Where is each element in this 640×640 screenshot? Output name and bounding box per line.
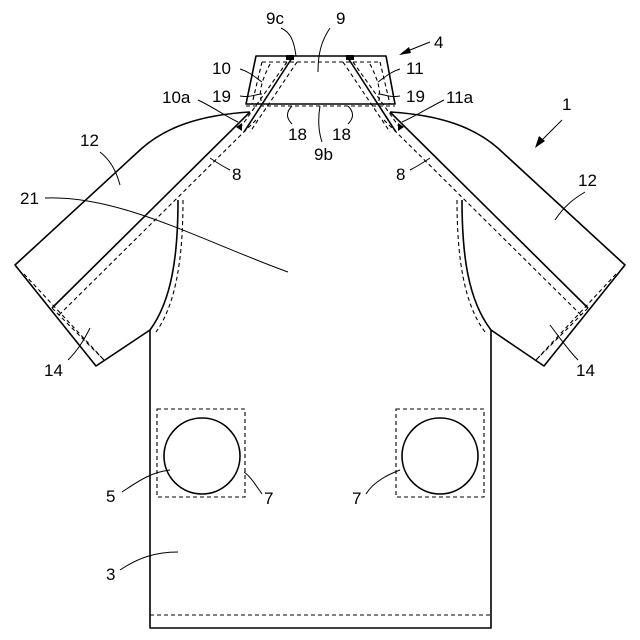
right-collar-mark: [346, 55, 354, 60]
label-8-right: 8: [396, 165, 405, 184]
label-14-left: 14: [44, 361, 63, 380]
label-11: 11: [406, 59, 424, 78]
left-pocket: [157, 409, 245, 497]
label-12-right: 12: [578, 171, 597, 190]
label-19-left: 19: [212, 87, 231, 106]
garment-body: [150, 200, 491, 628]
label-18-right: 18: [332, 125, 351, 144]
right-sleeve: [384, 112, 625, 366]
label-11a: 11a: [446, 88, 474, 107]
left-sleeve: [15, 112, 256, 366]
label-7-right: 7: [352, 489, 361, 508]
label-14-right: 14: [576, 361, 595, 380]
label-8-left: 8: [232, 165, 241, 184]
label-5: 5: [106, 487, 115, 506]
label-9: 9: [336, 9, 345, 28]
label-10: 10: [212, 59, 231, 78]
label-12-left: 12: [80, 131, 99, 150]
label-19-right: 19: [406, 87, 425, 106]
label-3: 3: [106, 565, 115, 584]
label-7-left: 7: [264, 489, 273, 508]
label-9c: 9c: [266, 9, 284, 28]
label-4: 4: [434, 33, 443, 52]
label-9b: 9b: [314, 145, 333, 164]
label-21: 21: [20, 189, 39, 208]
label-1: 1: [562, 95, 571, 114]
label-18-left: 18: [288, 125, 307, 144]
leader-lines: [45, 28, 585, 570]
left-collar-mark: [286, 55, 294, 60]
collar: [236, 55, 404, 132]
right-pocket: [396, 409, 484, 497]
reference-numerals: 9c 9 4 10 11 19 19 10a 11a 1 18 18 9b 12…: [20, 9, 597, 584]
label-10a: 10a: [162, 88, 191, 107]
